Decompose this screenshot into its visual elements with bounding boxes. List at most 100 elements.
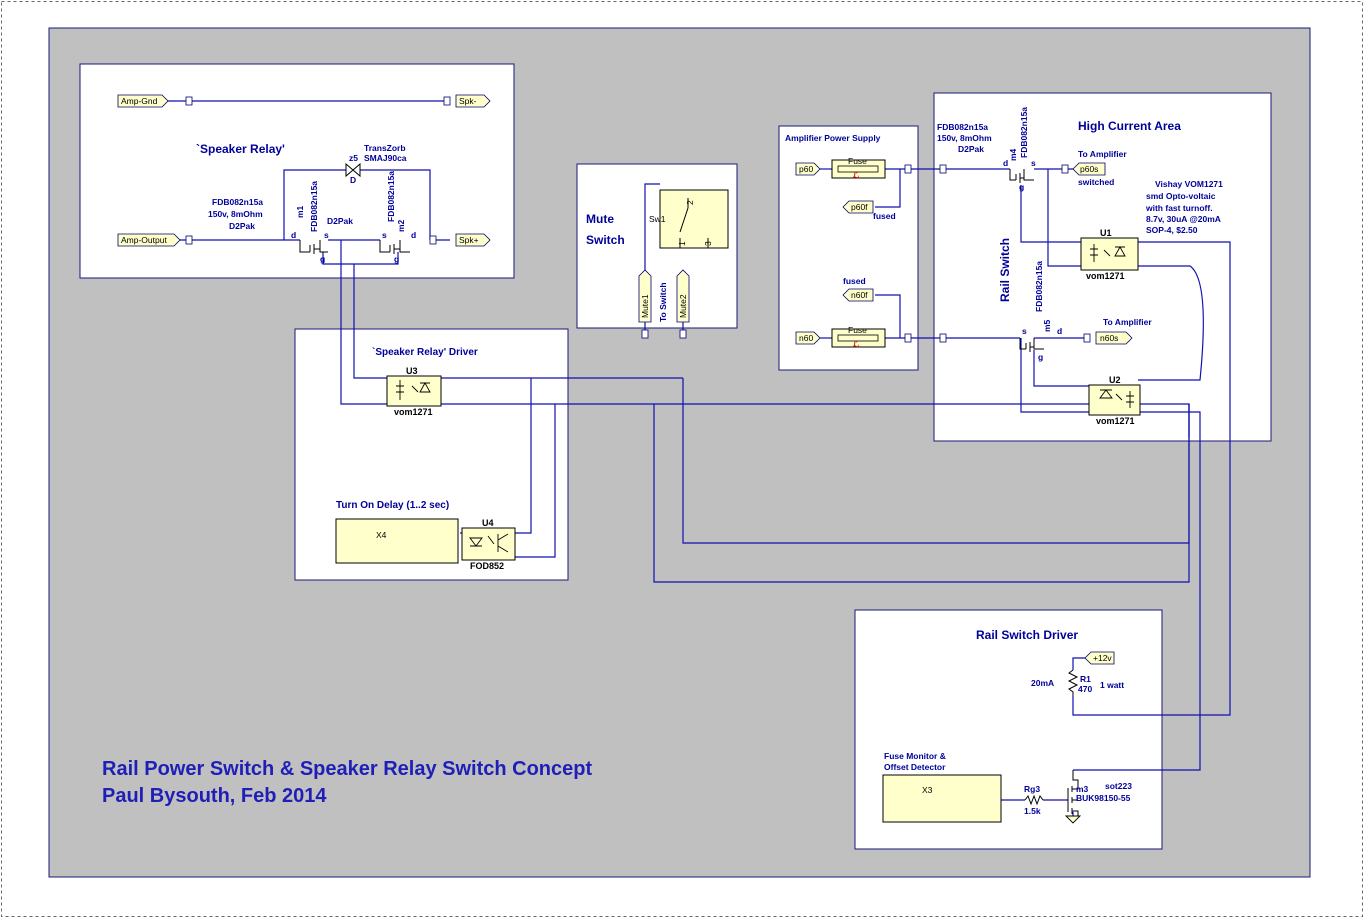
u1-part: vom1271 xyxy=(1086,271,1125,281)
connector xyxy=(904,333,912,343)
relay-fet-spec2: D2Pak xyxy=(229,221,255,231)
fuse-monitor-line1: Fuse Monitor & xyxy=(884,751,946,761)
diagram-title-line1: Rail Power Switch & Speaker Relay Switch… xyxy=(102,758,592,780)
amp-output-port xyxy=(117,233,181,247)
m5-ref: m5 xyxy=(1042,319,1052,332)
note-line1: Vishay VOM1271 xyxy=(1155,179,1223,189)
m4-part: FDB082n15a xyxy=(1019,107,1029,158)
fuse2 xyxy=(831,328,886,348)
connector xyxy=(904,164,912,174)
m4-pin-g: g xyxy=(1019,182,1024,192)
u2-ref: U2 xyxy=(1109,375,1121,385)
m1-part: FDB082n15a xyxy=(309,181,319,232)
fuse2-mark: ℒ xyxy=(853,340,859,349)
speaker-driver-title: `Speaker Relay' Driver xyxy=(372,347,478,358)
tvs-diode-symbol xyxy=(345,162,361,178)
sw1-switch xyxy=(659,189,729,249)
p60f-port xyxy=(842,200,874,214)
spk-plus-label: Spk+ xyxy=(459,235,479,245)
sw1-pin2: 2 xyxy=(685,200,695,205)
u3-symbol xyxy=(396,380,431,400)
mute1-label: Mute1 xyxy=(640,294,650,318)
rg3-resistor xyxy=(1024,794,1044,806)
amp-output-label: Amp-Output xyxy=(121,235,167,245)
x4-block xyxy=(335,518,459,564)
v12-port xyxy=(1084,651,1115,665)
note-line2: smd Opto-voltaic xyxy=(1146,191,1216,201)
x3-label: X3 xyxy=(922,785,933,795)
mute2-label: Mute2 xyxy=(678,294,688,318)
m1-ref: m1 xyxy=(295,205,305,218)
m2-pin-d: d xyxy=(411,230,416,240)
hc-fet-spec1: 150v, 8mOhm xyxy=(937,133,992,143)
connector xyxy=(641,329,649,339)
fuse1 xyxy=(831,159,886,179)
fuse2-label: Fuse xyxy=(848,325,867,335)
fuse1-mark: ℒ xyxy=(853,171,859,180)
u2-part: vom1271 xyxy=(1096,416,1135,426)
supply-title: Amplifier Power Supply xyxy=(785,133,881,143)
m1-pin-s: s xyxy=(324,230,329,240)
tvs-part: SMAJ90ca xyxy=(364,153,407,163)
hc-fet-spec2: D2Pak xyxy=(958,144,984,154)
tvs-type: D xyxy=(350,175,356,185)
n60-port xyxy=(795,331,821,345)
delay-title: Turn On Delay (1..2 sec) xyxy=(336,500,449,511)
spk-plus-port xyxy=(455,233,491,247)
m2-part: FDB082n15a xyxy=(386,171,396,222)
u4-symbol xyxy=(469,533,509,553)
u1-optocoupler xyxy=(1080,237,1139,271)
rail-driver-title: Rail Switch Driver xyxy=(976,628,1078,642)
mosfet-m4: FDB082n15a m4 d s g xyxy=(1003,107,1036,192)
u3-optocoupler xyxy=(386,375,442,407)
ground-symbol xyxy=(1064,815,1082,824)
u3-part: vom1271 xyxy=(394,407,433,417)
r1-resistor xyxy=(1067,669,1079,696)
rg3-ref: Rg3 xyxy=(1024,784,1040,794)
sw1-pin1: 1 xyxy=(677,241,687,246)
connector xyxy=(1061,164,1069,174)
fused1-label: fused xyxy=(873,211,896,221)
relay-fet-spec1: 150v, 8mOhm xyxy=(208,209,263,219)
connector xyxy=(443,96,451,106)
n60f-label: n60f xyxy=(851,290,868,300)
mute2-port xyxy=(676,269,690,323)
connector xyxy=(939,164,947,174)
u4-part: FOD852 xyxy=(470,561,504,571)
p60s-label: p60s xyxy=(1080,164,1098,174)
speaker-relay-title: `Speaker Relay' xyxy=(196,142,285,156)
tvs-ref: z5 xyxy=(349,153,358,163)
relay-fet-part: FDB082n15a xyxy=(212,197,263,207)
m5-part: FDB082n15a xyxy=(1034,261,1044,312)
note-line5: SOP-4, $2.50 xyxy=(1146,225,1198,235)
x4-label: X4 xyxy=(376,530,387,540)
amp-gnd-label: Amp-Gnd xyxy=(121,96,158,106)
n60-label: n60 xyxy=(799,333,813,343)
mute1-port xyxy=(638,269,652,323)
u1-ref: U1 xyxy=(1100,228,1112,238)
u4-ref: U4 xyxy=(482,518,494,528)
note-line4: 8.7v, 30uA @20mA xyxy=(1146,214,1221,224)
to-switch-label: To Switch xyxy=(658,282,668,322)
connector xyxy=(429,235,437,245)
to-amp2-label: To Amplifier xyxy=(1103,317,1152,327)
rg3-value: 1.5k xyxy=(1024,806,1041,816)
switched-label: switched xyxy=(1078,177,1114,187)
u3-ref: U3 xyxy=(406,366,418,376)
n60f-port xyxy=(842,288,874,302)
spk-minus-port xyxy=(455,94,491,108)
u1-symbol xyxy=(1090,244,1126,262)
sw1-ref: Sw1 xyxy=(649,214,666,224)
m2-pin-g: g xyxy=(394,254,399,264)
hc-fet-part: FDB082n15a xyxy=(937,122,988,132)
v12-label: +12v xyxy=(1093,653,1112,663)
m5-pin-s: s xyxy=(1022,326,1027,336)
fuse-monitor-line2: Offset Detector xyxy=(884,762,946,772)
m5-pin-g: g xyxy=(1038,352,1043,362)
connector xyxy=(1083,333,1091,343)
note-line3: with fast turnoff. xyxy=(1145,203,1213,213)
u2-symbol xyxy=(1099,389,1134,408)
mosfet-m1: m1 FDB082n15a d s g xyxy=(291,181,329,264)
m4-pin-d: d xyxy=(1003,158,1008,168)
m3-part: BUK98150-55 xyxy=(1076,793,1131,803)
